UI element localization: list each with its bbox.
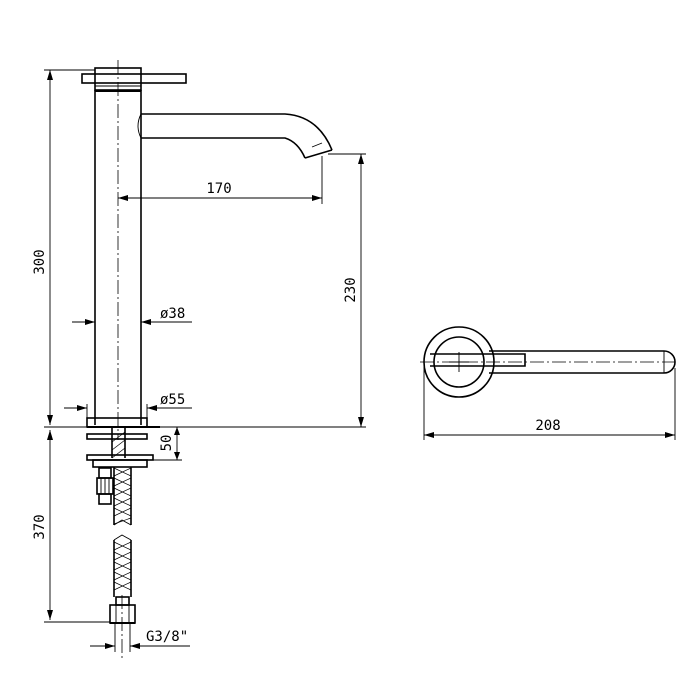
dim-370-arrow-top: [47, 430, 53, 440]
handle-top-outline: [430, 353, 526, 367]
dim-170-label: 170: [206, 181, 231, 197]
spout-outlet-inner: [311, 142, 323, 148]
braided-hose-lower: [113, 534, 132, 597]
dim-50-label: 50: [159, 435, 175, 452]
dim-208-arrow-left: [424, 432, 434, 438]
hose-end-nut: [109, 604, 136, 624]
under-deck-assembly: [86, 427, 154, 660]
handle-lever: [81, 73, 187, 84]
dim-50-arrow-top: [174, 427, 180, 435]
dim-g38-label: G3/8": [146, 629, 188, 645]
dim-38-label: ø38: [160, 306, 185, 322]
dim-38-arrow-right: [141, 319, 151, 325]
dim-300-arrow-bottom: [47, 415, 53, 425]
dim-208-arrow-right: [665, 432, 675, 438]
dimensions: 300 370 170 230 ø38 ø55: [32, 69, 366, 652]
dim-370-arrow-bottom: [47, 610, 53, 620]
fixing-washer: [86, 454, 154, 461]
top-washer: [86, 433, 148, 440]
braided-hose-upper: [113, 467, 132, 526]
dim-370-label: 370: [32, 514, 48, 539]
dim-208-label: 208: [535, 418, 560, 434]
aux-cap: [98, 493, 112, 505]
dim-230-arrow-bottom: [358, 417, 364, 427]
faucet-side-view: [81, 60, 333, 440]
dim-38-arrow-left: [85, 319, 95, 325]
faucet-top-view: 208: [420, 326, 676, 440]
dim-170-arrow-right: [312, 195, 322, 201]
dim-g38-arrow-left: [105, 643, 115, 649]
shank-hatch: [111, 431, 126, 459]
spout-outlet: [304, 149, 333, 159]
hose-ferrule: [115, 596, 130, 606]
dim-55-arrow-left: [77, 405, 87, 411]
fixing-nut: [92, 459, 148, 468]
aux-connector: [98, 467, 112, 479]
base-flange: [86, 417, 148, 428]
dim-300-arrow-top: [47, 70, 53, 80]
spout-junction: [137, 113, 142, 139]
dim-230-arrow-top: [358, 154, 364, 164]
dim-300-label: 300: [32, 249, 48, 274]
dim-55-arrow-right: [147, 405, 157, 411]
spout-bottom-edge: [141, 137, 306, 159]
dim-g38-arrow-right: [130, 643, 140, 649]
dim-170-arrow-left: [118, 195, 128, 201]
dim-230-label: 230: [343, 277, 359, 302]
dim-55-label: ø55: [160, 392, 185, 408]
dim-50-arrow-bottom: [174, 452, 180, 460]
spout-top-edge: [141, 113, 333, 151]
